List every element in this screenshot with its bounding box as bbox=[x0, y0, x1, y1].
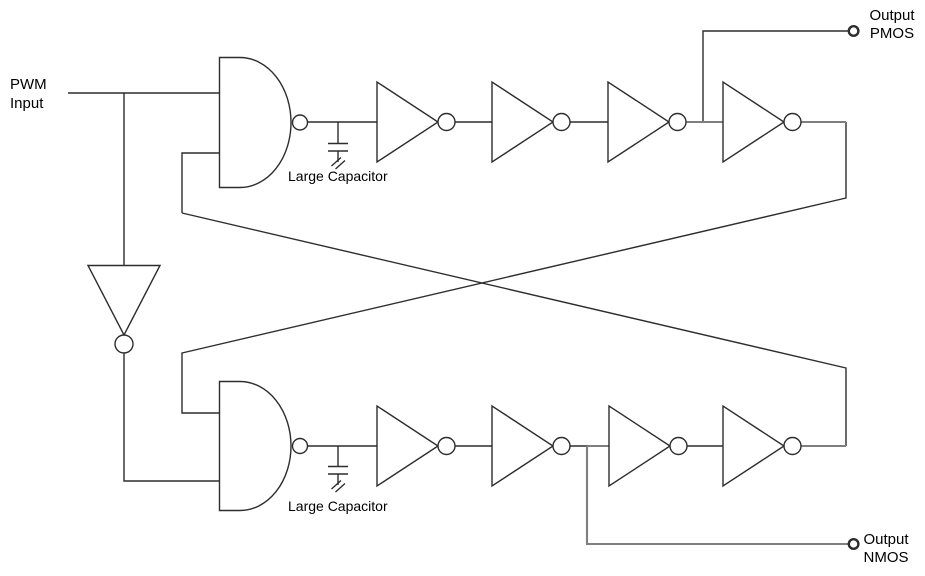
inverter-1-bottom-triangle bbox=[376, 404, 440, 488]
text-labels: PWM Input Large Capacitor Large Capacito… bbox=[10, 7, 915, 566]
large-capacitor-top-label: Large Capacitor bbox=[288, 168, 388, 184]
inverter-2-top-bubble bbox=[552, 112, 571, 132]
inverter-1-top-bubble bbox=[437, 112, 456, 132]
inverter-1-bottom-bubble bbox=[437, 436, 456, 456]
inverter-triangle bbox=[86, 264, 162, 337]
wire-cross-diagonal-a bbox=[181, 212, 847, 446]
inverter-4-top-bubble bbox=[783, 112, 802, 132]
wire-pmos-tap bbox=[702, 30, 849, 122]
nand-body-bottom bbox=[218, 380, 292, 512]
ground-hatch-icon bbox=[331, 479, 346, 493]
inverter-2-bottom-triangle bbox=[491, 404, 555, 488]
wire-leftinv-to-nandbottom bbox=[123, 353, 220, 482]
ground-hatch-icon bbox=[331, 156, 346, 170]
inverter-feedback-left bbox=[86, 264, 162, 354]
inverter-3-top-triangle bbox=[607, 80, 671, 164]
inverter-4-bottom-triangle bbox=[722, 404, 786, 488]
inverter-2-bottom-bubble bbox=[552, 436, 571, 456]
inverter-3-bottom-triangle bbox=[608, 404, 672, 488]
wires-gray bbox=[585, 120, 849, 546]
pwm-input-label-line2: Input bbox=[10, 95, 44, 112]
output-pmos-label-line2: PMOS bbox=[870, 25, 914, 42]
output-pmos-label-line1: Output bbox=[869, 7, 915, 24]
nand-body-top bbox=[218, 56, 292, 189]
nand-gate-bottom bbox=[218, 380, 309, 512]
inverter-2-top-triangle bbox=[491, 80, 555, 164]
inverter-chain-top bbox=[376, 80, 802, 164]
wire-top-nand-feedback-in bbox=[181, 152, 220, 213]
inverter-3-top-bubble bbox=[668, 112, 687, 132]
large-capacitor-bottom-label: Large Capacitor bbox=[288, 498, 388, 514]
nand-output-bubble-top bbox=[291, 114, 309, 131]
inverter-3-bottom-bubble bbox=[669, 436, 688, 456]
terminal-pmos-icon bbox=[847, 25, 860, 38]
nand-gate-top bbox=[218, 56, 309, 189]
terminal-nmos-icon bbox=[847, 538, 860, 551]
wire-cross-diagonal-b bbox=[181, 122, 847, 414]
output-terminals bbox=[847, 25, 860, 551]
pwm-input-label-line1: PWM bbox=[10, 76, 47, 93]
nand-output-bubble-bottom bbox=[291, 437, 309, 455]
inverter-bubble bbox=[114, 334, 134, 354]
large-capacitor-bottom bbox=[328, 446, 348, 493]
large-capacitor-top bbox=[328, 122, 348, 170]
inverter-chain-bottom bbox=[376, 404, 802, 488]
output-nmos-label-line2: NMOS bbox=[864, 549, 909, 566]
wire-nmos-tap bbox=[585, 446, 849, 546]
output-nmos-label-line1: Output bbox=[863, 531, 909, 548]
inverter-4-bottom-bubble bbox=[783, 436, 802, 456]
inverter-1-top-triangle bbox=[376, 80, 440, 164]
wires-black bbox=[68, 30, 849, 482]
inverter-4-top-triangle bbox=[722, 80, 786, 164]
